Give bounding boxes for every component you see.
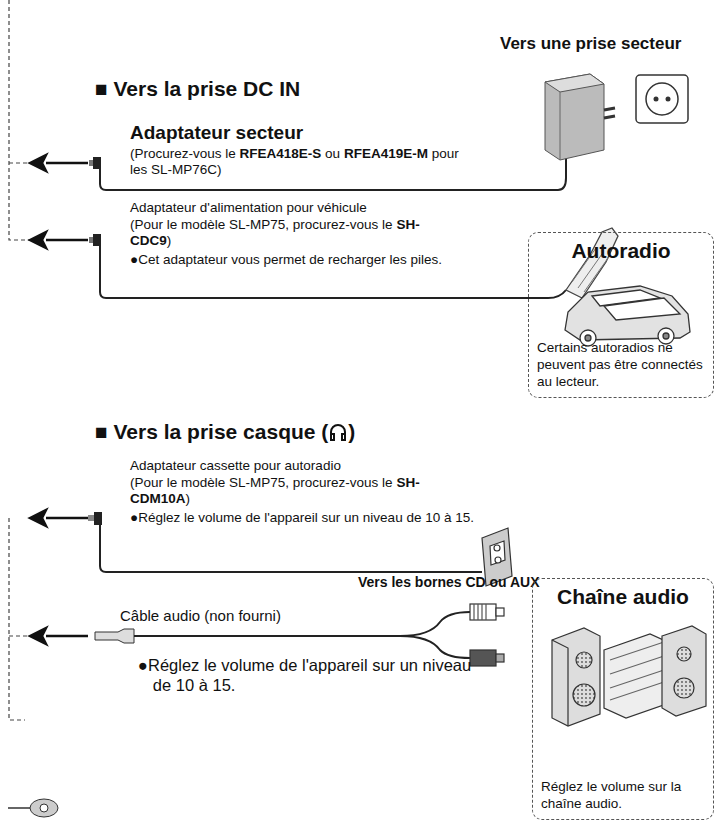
- text-group: ●Cet adaptateur vous permet de recharger…: [130, 252, 482, 268]
- label: (Pour le modèle SL-MP75, procurez-vous l…: [130, 475, 393, 490]
- text-group: ■ Vers la prise DC IN: [95, 76, 300, 101]
- label: ●Réglez le volume de l'appareil sur un n…: [130, 510, 474, 525]
- bold-label: ): [348, 420, 355, 443]
- label: (Procurez-vous le: [130, 146, 236, 161]
- bold-label: RFEA418E-S: [240, 146, 322, 161]
- box-title: Autoradio: [537, 239, 705, 263]
- label: Adaptateur d'alimentation pour véhicule: [130, 200, 367, 215]
- box-note: Réglez le volume sur la chaîne audio.: [541, 779, 705, 813]
- car-power-adapter: [566, 228, 618, 298]
- text-group: (Pour le modèle SL-MP75, procurez-vous l…: [130, 475, 420, 507]
- text-group: Câble audio (non fourni): [120, 607, 281, 625]
- label: (Pour le modèle SL-MP75, procurez-vous l…: [130, 217, 393, 232]
- dashed-box: AutoradioCertains autoradios ne peuvent …: [528, 232, 714, 398]
- text-group: (Procurez-vous le RFEA418E-S ou RFEA419E…: [130, 146, 460, 178]
- box-title: Chaîne audio: [541, 585, 705, 609]
- text-group: ●Réglez le volume de l'appareil sur un n…: [138, 656, 473, 696]
- label: ou: [325, 146, 340, 161]
- bold-label: Vers une prise secteur: [500, 34, 681, 53]
- label: ●Réglez le volume de l'appareil sur un n…: [138, 656, 471, 694]
- text-group: ●Réglez le volume de l'appareil sur un n…: [130, 510, 487, 526]
- label: Adaptateur cassette pour autoradio: [130, 458, 341, 473]
- label: ●Cet adaptateur vous permet de recharger…: [130, 252, 442, 267]
- label: Câble audio (non fourni): [120, 607, 281, 624]
- ac-adapter: [545, 74, 688, 160]
- text-group: Vers une prise secteur: [500, 34, 681, 54]
- plugs: [88, 157, 134, 643]
- headphone-symbol: [328, 422, 348, 442]
- box-note: Certains autoradios ne peuvent pas être …: [537, 340, 705, 391]
- label: ): [186, 491, 191, 506]
- stereo-system: [552, 626, 706, 726]
- text-group: Adaptateur cassette pour autoradio: [130, 458, 500, 474]
- bold-label: RFEA419E-M: [344, 146, 428, 161]
- page-icon: [8, 799, 58, 817]
- car: [565, 286, 690, 346]
- bold-label: ■ Vers la prise casque (: [95, 420, 328, 443]
- text-group: Adaptateur d'alimentation pour véhicule: [130, 200, 500, 216]
- rca-plugs: [470, 604, 504, 666]
- dashed-box: Chaîne audioRéglez le volume sur la chaî…: [532, 578, 714, 820]
- cables: [100, 150, 566, 658]
- text-group: Vers les bornes CD ou AUX: [358, 574, 540, 591]
- text-group: ■ Vers la prise casque (): [95, 419, 355, 444]
- dashed-guide: [9, 0, 30, 720]
- text-group: (Pour le modèle SL-MP75, procurez-vous l…: [130, 217, 420, 249]
- bold-label: Adaptateur secteur: [130, 122, 303, 143]
- label: ): [167, 233, 172, 248]
- bold-label: Vers les bornes CD ou AUX: [358, 574, 540, 590]
- bold-label: ■ Vers la prise DC IN: [95, 77, 300, 100]
- text-group: Adaptateur secteur: [130, 122, 303, 145]
- arrows: [30, 155, 88, 644]
